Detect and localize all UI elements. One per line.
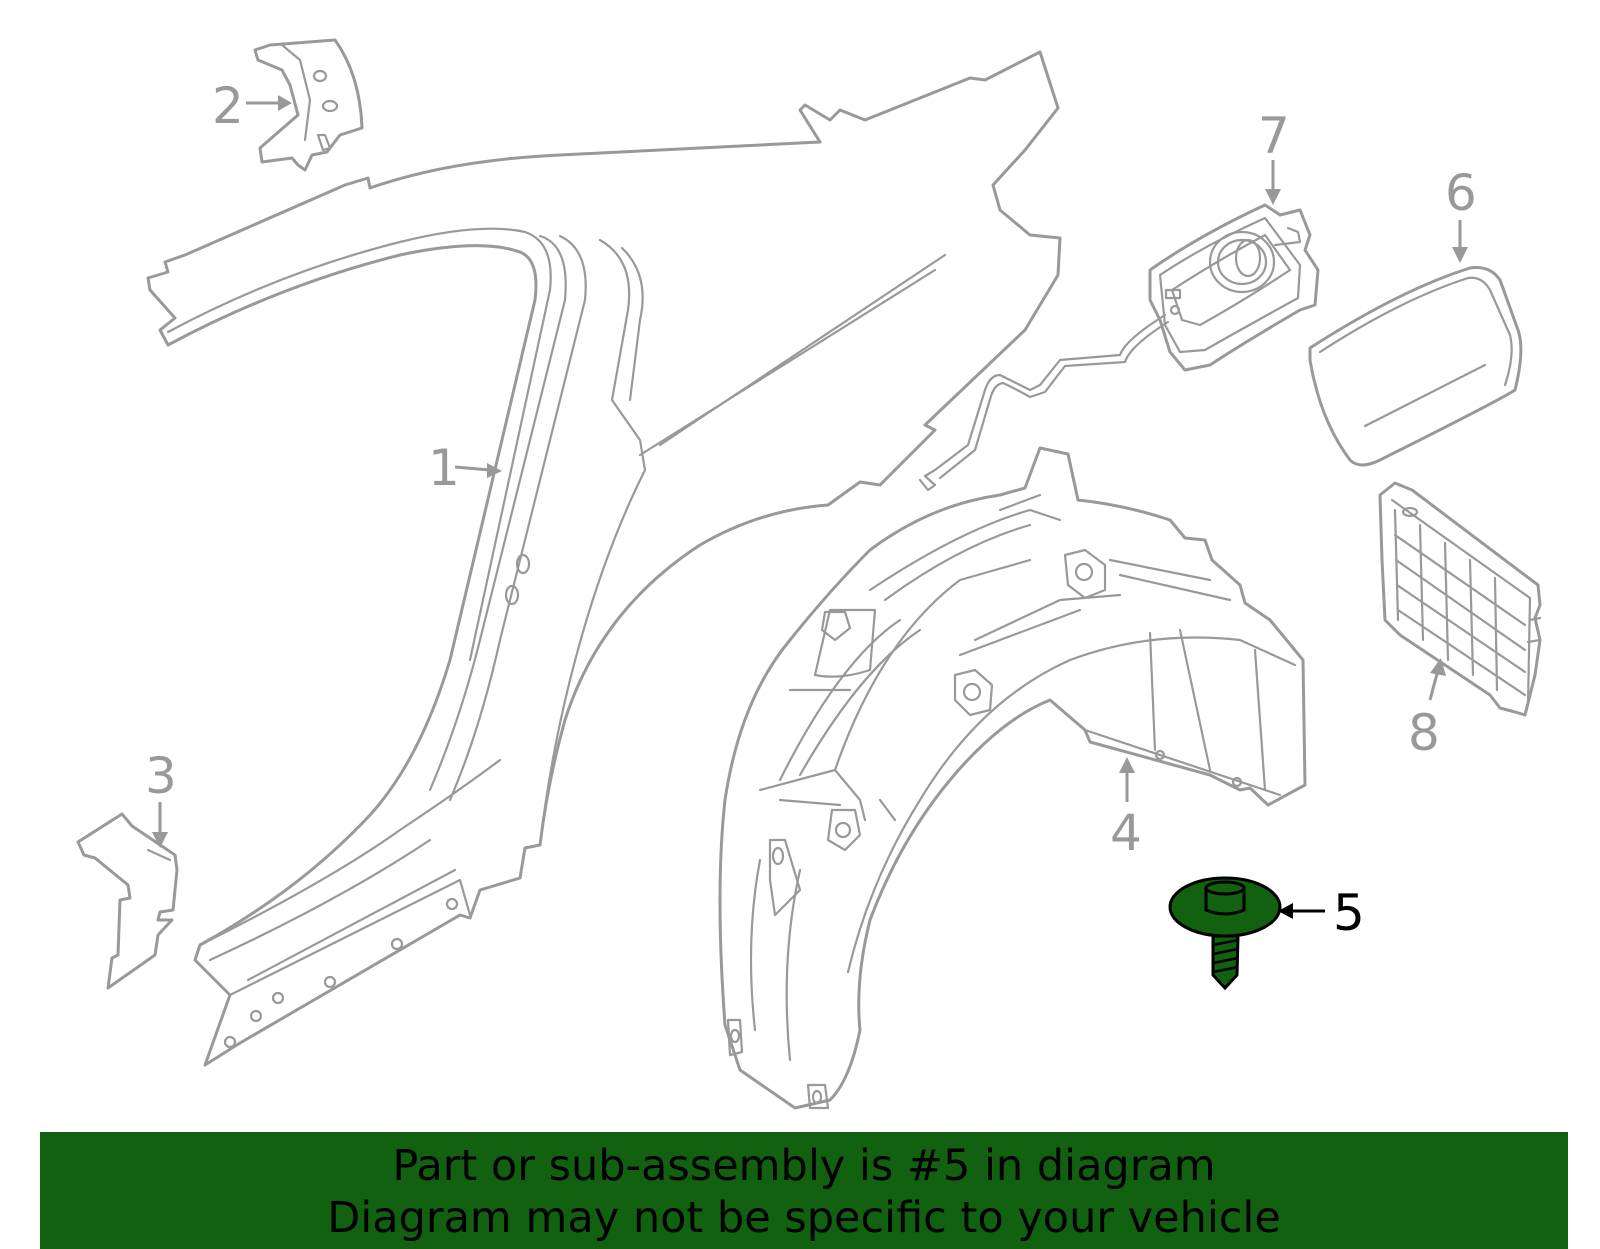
part-1-quarter-panel[interactable] — [146, 50, 1062, 1067]
callout-label-6: 6 — [1445, 164, 1477, 222]
part-3-bracket[interactable] — [76, 812, 179, 990]
callout-2: 2 — [212, 77, 292, 135]
part-6-fuel-door[interactable] — [1308, 266, 1523, 467]
part-4-wheelhouse-liner[interactable] — [718, 446, 1307, 1110]
callout-label-5: 5 — [1333, 884, 1365, 942]
callout-label-4: 4 — [1110, 804, 1142, 862]
callout-label-3: 3 — [145, 747, 177, 805]
part-8-vent-grille[interactable] — [1378, 481, 1542, 717]
part-2-bracket[interactable] — [253, 38, 364, 172]
callout-5: 5 — [1278, 884, 1365, 942]
banner-line-2: Diagram may not be specific to your vehi… — [327, 1193, 1281, 1243]
callout-8: 8 — [1408, 658, 1446, 762]
callout-7: 7 — [1258, 107, 1290, 205]
callout-label-7: 7 — [1258, 107, 1290, 165]
info-banner: Part or sub-assembly is #5 in diagram Di… — [40, 1132, 1568, 1249]
callout-label-1: 1 — [428, 439, 460, 497]
callout-label-8: 8 — [1408, 704, 1440, 762]
callout-6: 6 — [1445, 164, 1477, 263]
banner-line-1: Part or sub-assembly is #5 in diagram — [392, 1141, 1216, 1191]
callout-4: 4 — [1110, 757, 1142, 862]
callout-3: 3 — [145, 747, 177, 848]
part-5-bolt[interactable] — [1168, 876, 1282, 991]
callout-label-2: 2 — [212, 77, 244, 135]
callout-1: 1 — [428, 439, 502, 497]
part-7-fuel-housing[interactable] — [918, 203, 1320, 492]
